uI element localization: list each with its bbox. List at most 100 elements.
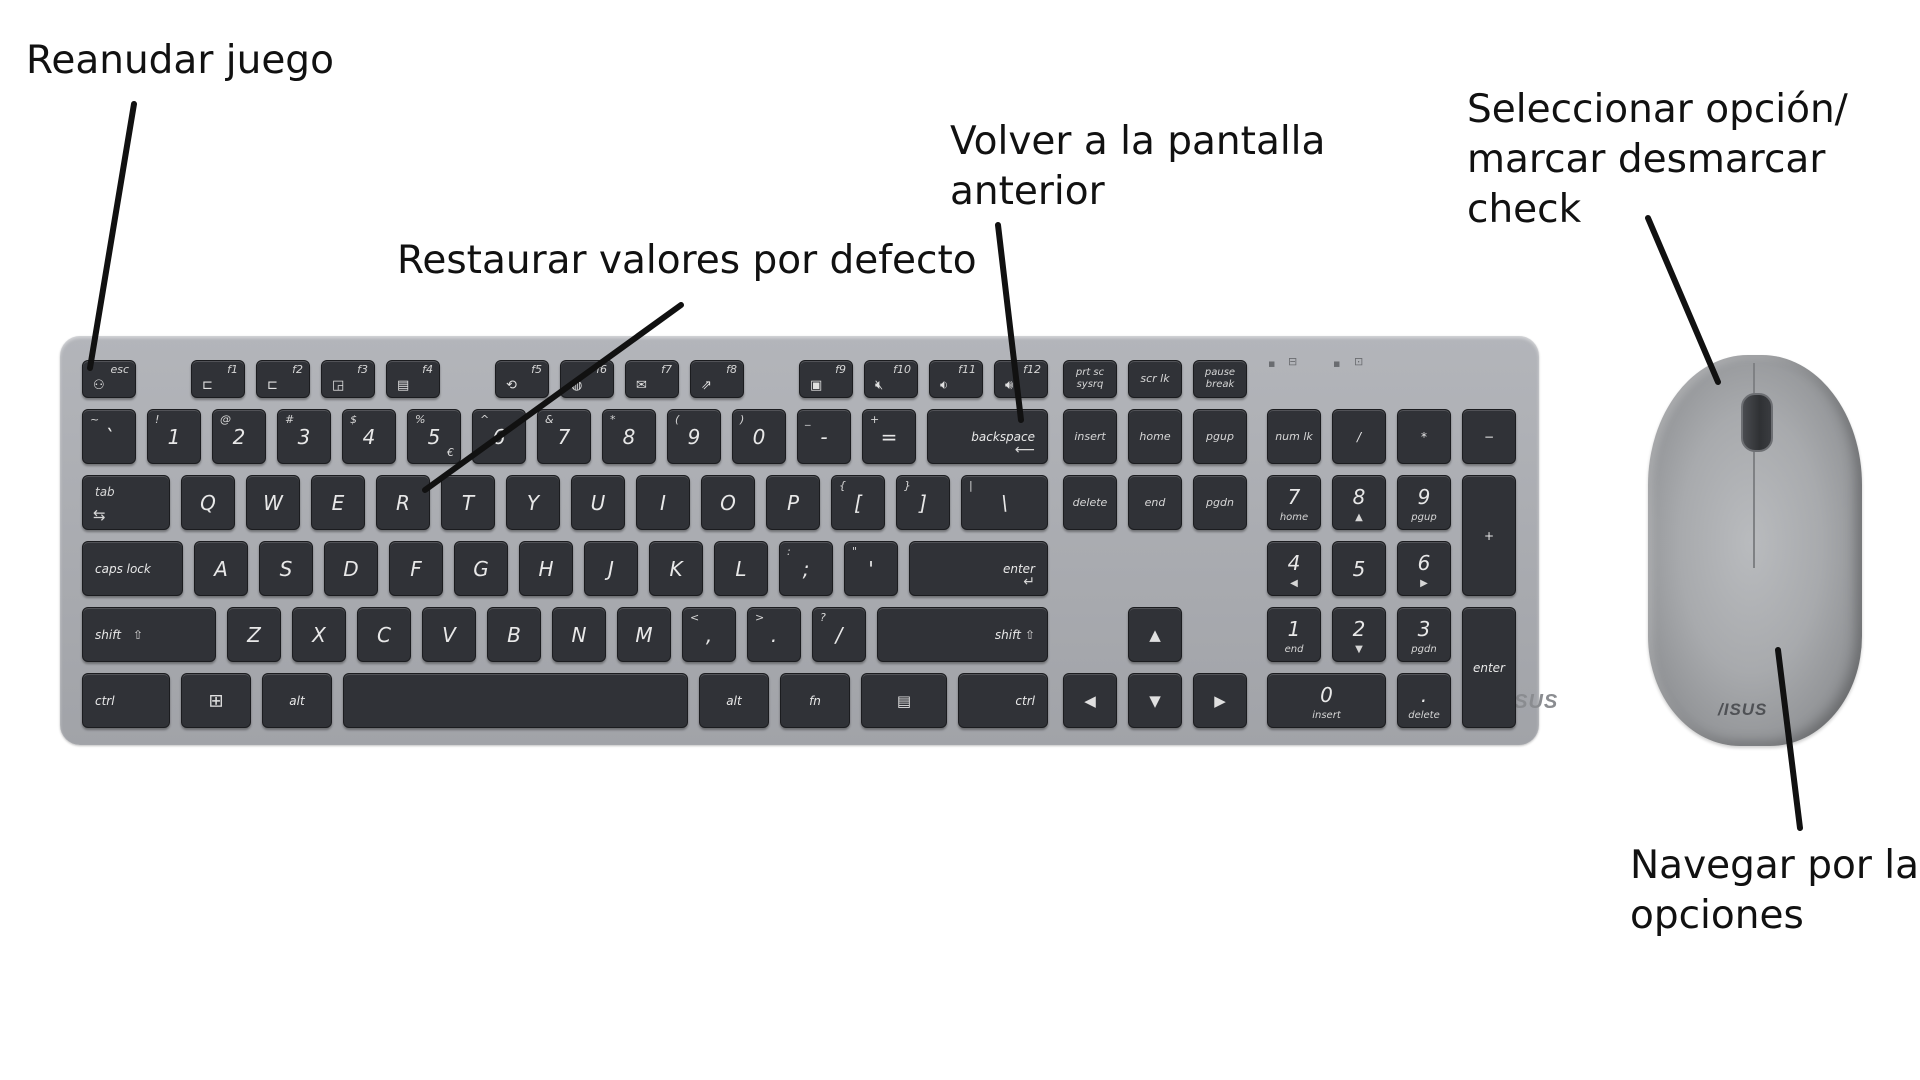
key-f1[interactable]: f1 ⊏ — [191, 360, 245, 398]
key-left-bracket[interactable]: { [ — [831, 475, 885, 530]
key-numpad-5[interactable]: 5 — [1332, 541, 1386, 596]
key-enter[interactable]: enter ↵ — [909, 541, 1048, 596]
key-numpad-plus[interactable]: + — [1462, 475, 1516, 596]
key-windows[interactable]: ⊞ — [181, 673, 251, 728]
key-arrow-down[interactable]: ▼ — [1128, 673, 1182, 728]
key-t[interactable]: T — [441, 475, 495, 530]
key-backspace[interactable]: backspace ⟵ — [927, 409, 1048, 464]
key-numlock[interactable]: num lk — [1267, 409, 1321, 464]
key-numpad-minus[interactable]: − — [1462, 409, 1516, 464]
key-9[interactable]: ( 9 — [667, 409, 721, 464]
key-n[interactable]: N — [552, 607, 606, 662]
key-numpad-enter[interactable]: enter — [1462, 607, 1516, 728]
key-h[interactable]: H — [519, 541, 573, 596]
key-arrow-right[interactable]: ▶ — [1193, 673, 1247, 728]
key-x[interactable]: X — [292, 607, 346, 662]
key-m[interactable]: M — [617, 607, 671, 662]
key-p[interactable]: P — [766, 475, 820, 530]
key-f4[interactable]: f4 ▤ — [386, 360, 440, 398]
key-pgup[interactable]: pgup — [1193, 409, 1247, 464]
key-f8[interactable]: f8 ⇗ — [690, 360, 744, 398]
key-f10[interactable]: f10 🔇︎ — [864, 360, 918, 398]
key-arrow-left[interactable]: ◀ — [1063, 673, 1117, 728]
key-equal[interactable]: + = — [862, 409, 916, 464]
key-o[interactable]: O — [701, 475, 755, 530]
key-minus[interactable]: _ - — [797, 409, 851, 464]
key-end[interactable]: end — [1128, 475, 1182, 530]
key-capslock[interactable]: caps lock — [82, 541, 183, 596]
key-numpad-6[interactable]: 6 ▶ — [1397, 541, 1451, 596]
key-numpad-dot[interactable]: . delete — [1397, 673, 1451, 728]
key-b[interactable]: B — [487, 607, 541, 662]
key-numpad-1[interactable]: 1 end — [1267, 607, 1321, 662]
mouse-scroll-wheel[interactable] — [1741, 393, 1773, 452]
key-numpad-0[interactable]: 0 insert — [1267, 673, 1386, 728]
key-c[interactable]: C — [357, 607, 411, 662]
key-f6[interactable]: f6 ◍ — [560, 360, 614, 398]
key-prtsc[interactable]: prt sc sysrq — [1063, 360, 1117, 398]
key-q[interactable]: Q — [181, 475, 235, 530]
key-r[interactable]: R — [376, 475, 430, 530]
key-numpad-8[interactable]: 8 ▲ — [1332, 475, 1386, 530]
key-1[interactable]: ! 1 — [147, 409, 201, 464]
key-insert[interactable]: insert — [1063, 409, 1117, 464]
mouse[interactable]: /ISUS — [1648, 355, 1862, 746]
key-u[interactable]: U — [571, 475, 625, 530]
key-5[interactable]: % 5 € — [407, 409, 461, 464]
key-pause[interactable]: pause break — [1193, 360, 1247, 398]
key-y[interactable]: Y — [506, 475, 560, 530]
key-6[interactable]: ^ 6 — [472, 409, 526, 464]
key-w[interactable]: W — [246, 475, 300, 530]
key-7[interactable]: & 7 — [537, 409, 591, 464]
key-2[interactable]: @ 2 — [212, 409, 266, 464]
key-3[interactable]: # 3 — [277, 409, 331, 464]
key-left-shift[interactable]: shift ⇧ — [82, 607, 216, 662]
key-space[interactable] — [343, 673, 688, 728]
key-arrow-up[interactable]: ▲ — [1128, 607, 1182, 662]
key-4[interactable]: $ 4 — [342, 409, 396, 464]
key-z[interactable]: Z — [227, 607, 281, 662]
key-numpad-9[interactable]: 9 pgup — [1397, 475, 1451, 530]
key-k[interactable]: K — [649, 541, 703, 596]
key-0[interactable]: ) 0 — [732, 409, 786, 464]
key-g[interactable]: G — [454, 541, 508, 596]
key-left-alt[interactable]: alt — [262, 673, 332, 728]
key-f5[interactable]: f5 ⟲ — [495, 360, 549, 398]
key-numpad-slash[interactable]: / — [1332, 409, 1386, 464]
key-scrlk[interactable]: scr lk — [1128, 360, 1182, 398]
key-right-ctrl[interactable]: ctrl — [958, 673, 1048, 728]
key-j[interactable]: J — [584, 541, 638, 596]
key-numpad-7[interactable]: 7 home — [1267, 475, 1321, 530]
key-quote[interactable]: " ' — [844, 541, 898, 596]
key-f7[interactable]: f7 ✉ — [625, 360, 679, 398]
key-menu[interactable]: ▤ — [861, 673, 947, 728]
key-8[interactable]: * 8 — [602, 409, 656, 464]
key-right-bracket[interactable]: } ] — [896, 475, 950, 530]
key-a[interactable]: A — [194, 541, 248, 596]
key-v[interactable]: V — [422, 607, 476, 662]
key-numpad-4[interactable]: 4 ◀ — [1267, 541, 1321, 596]
key-semicolon[interactable]: : ; — [779, 541, 833, 596]
key-right-alt[interactable]: alt — [699, 673, 769, 728]
key-numpad-2[interactable]: 2 ▼ — [1332, 607, 1386, 662]
key-grave[interactable]: ~ ` — [82, 409, 136, 464]
key-fn[interactable]: fn — [780, 673, 850, 728]
key-period[interactable]: > . — [747, 607, 801, 662]
key-f12[interactable]: f12 🔊︎ — [994, 360, 1048, 398]
key-f2[interactable]: f2 ⊏ — [256, 360, 310, 398]
key-slash[interactable]: ? / — [812, 607, 866, 662]
key-d[interactable]: D — [324, 541, 378, 596]
key-esc[interactable]: esc ⚇ — [82, 360, 136, 398]
key-s[interactable]: S — [259, 541, 313, 596]
key-numpad-3[interactable]: 3 pgdn — [1397, 607, 1451, 662]
key-comma[interactable]: < , — [682, 607, 736, 662]
key-f[interactable]: F — [389, 541, 443, 596]
key-i[interactable]: I — [636, 475, 690, 530]
key-f3[interactable]: f3 ◲ — [321, 360, 375, 398]
key-left-ctrl[interactable]: ctrl — [82, 673, 170, 728]
key-pgdn[interactable]: pgdn — [1193, 475, 1247, 530]
key-l[interactable]: L — [714, 541, 768, 596]
key-delete[interactable]: delete — [1063, 475, 1117, 530]
key-backslash[interactable]: | \ — [961, 475, 1048, 530]
key-e[interactable]: E — [311, 475, 365, 530]
